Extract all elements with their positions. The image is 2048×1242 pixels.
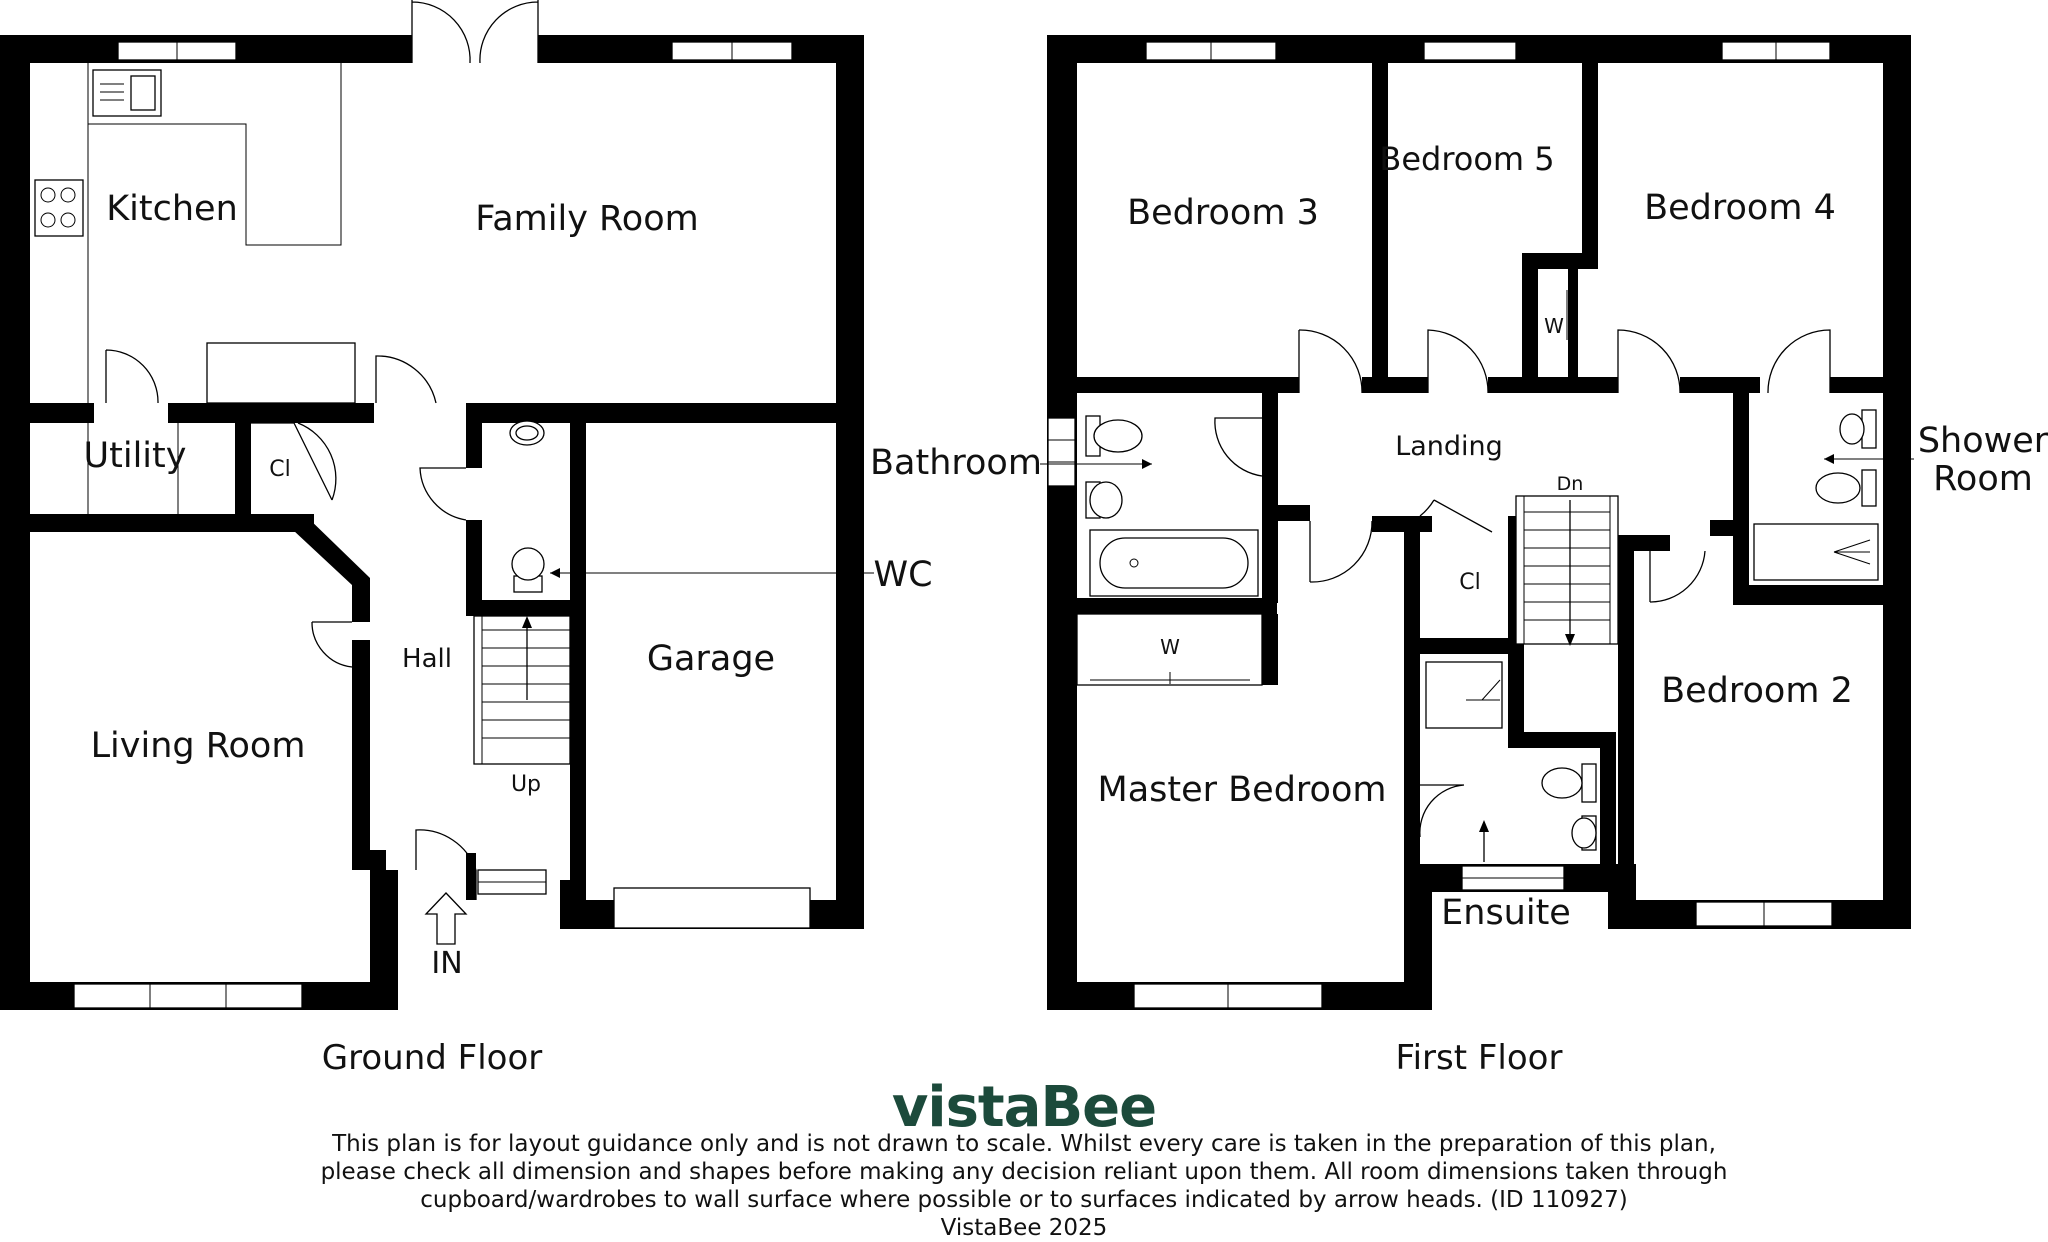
disclaimer-line-1: This plan is for layout guidance only an… (332, 1131, 1716, 1157)
room-label-cloak-first: Cl (1459, 570, 1480, 595)
room-label-shower-room: Shower (1918, 421, 2048, 461)
room-label-landing: Landing (1395, 431, 1503, 462)
room-label-hall: Hall (402, 644, 452, 674)
room-label-family-room: Family Room (475, 199, 698, 239)
room-label-bedroom-2: Bedroom 2 (1661, 671, 1853, 711)
wardrobe-label-bedroom-5: W (1544, 314, 1564, 338)
room-label-kitchen: Kitchen (106, 189, 238, 229)
room-label-bedroom-4: Bedroom 4 (1644, 188, 1836, 228)
room-label-master-bedroom: Master Bedroom (1098, 770, 1387, 810)
first-floor-title: First Floor (1396, 1038, 1563, 1078)
room-label-cloak: Cl (269, 457, 290, 482)
disclaimer-line-2: please check all dimension and shapes be… (320, 1159, 1728, 1185)
wardrobe-label-master: W (1160, 635, 1180, 659)
room-label-shower-room-line2: Room (1933, 459, 2033, 499)
room-label-ensuite: Ensuite (1441, 893, 1571, 933)
disclaimer-line-4: VistaBee 2025 (940, 1215, 1108, 1241)
room-label-bathroom: Bathroom (870, 443, 1042, 483)
first-floor-plan (1040, 35, 1914, 1010)
room-label-garage: Garage (647, 639, 775, 679)
room-label-utility: Utility (84, 436, 187, 476)
room-label-bedroom-5: Bedroom 5 (1379, 140, 1554, 178)
room-label-bedroom-3: Bedroom 3 (1127, 193, 1319, 233)
stairs-label-up: Up (511, 772, 541, 797)
room-label-living-room: Living Room (91, 726, 306, 766)
entrance-label: IN (431, 946, 462, 981)
room-label-wc: WC (873, 555, 932, 595)
ground-floor-plan (0, 0, 874, 1010)
disclaimer: This plan is for layout guidance only an… (0, 1130, 2048, 1242)
stairs-label-dn: Dn (1557, 473, 1584, 495)
ground-floor-title: Ground Floor (322, 1038, 542, 1078)
disclaimer-line-3: cupboard/wardrobes to wall surface where… (420, 1187, 1628, 1213)
vistabee-logo: vistaBee (891, 1075, 1157, 1140)
